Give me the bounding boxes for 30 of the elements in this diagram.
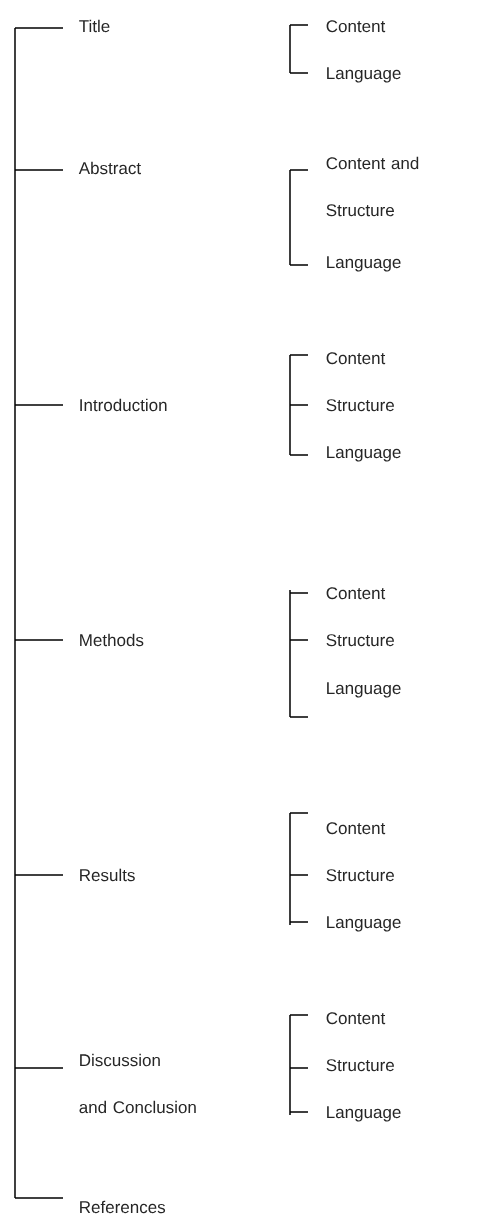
section-label: Results	[80, 868, 135, 882]
item-label: Content	[326, 352, 386, 365]
item-label: Language	[327, 916, 401, 932]
item-label: Content	[326, 822, 386, 835]
section-label: Introduction	[80, 398, 167, 412]
item-label: Language	[327, 67, 401, 83]
branch-line	[14, 1197, 64, 1199]
branch-line	[14, 874, 64, 876]
item-label: Structure	[326, 869, 394, 882]
item-label: Content	[326, 1012, 386, 1025]
item-label: Structure	[326, 399, 394, 412]
section-label: Methods	[80, 633, 144, 647]
section-label: Discussion and Conclusion	[79, 1053, 196, 1114]
item-label: Content	[326, 587, 386, 600]
branch-line	[14, 639, 64, 641]
item-label: Content and Structure	[326, 156, 419, 217]
branch-line	[14, 169, 64, 171]
item-label: Language	[327, 1106, 401, 1122]
item-label: Language	[327, 256, 401, 272]
branch-line	[14, 27, 64, 29]
branch-line	[14, 404, 64, 406]
item-label: Structure	[326, 634, 394, 647]
item-label: Language	[327, 682, 401, 698]
section-label: Abstract	[78, 161, 141, 175]
branch-line	[14, 1067, 64, 1069]
item-label: Content	[326, 20, 386, 33]
section-label: References	[80, 1200, 166, 1214]
section-label: Title	[79, 19, 110, 33]
item-label: Language	[327, 446, 401, 462]
item-label: Structure	[326, 1059, 394, 1072]
